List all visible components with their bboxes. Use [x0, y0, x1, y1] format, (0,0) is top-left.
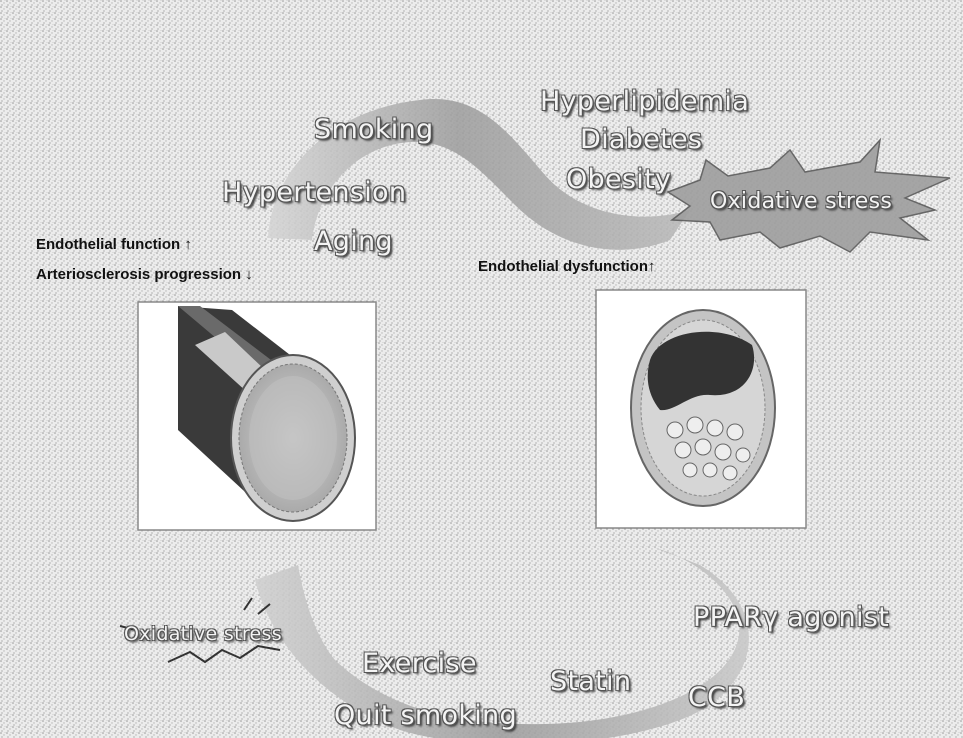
label-hypertension: Hypertension [222, 177, 406, 208]
label-oxidative-stress-left: Oxidative stress [124, 623, 282, 645]
label-oxidative-stress-right: Oxidative stress [710, 189, 892, 214]
up-arrow-icon: ↑ [184, 236, 192, 253]
diseased-vessel-image [596, 290, 806, 528]
label-diabetes: Diabetes [580, 124, 702, 155]
label-quit-smoking: Quit smoking [334, 700, 517, 731]
note-endothelial-function-text: Endothelial function [36, 236, 180, 253]
note-endothelial-dysfunction-text: Endothelial dysfunction [478, 258, 648, 275]
down-arrow-icon: ↓ [245, 266, 253, 283]
label-ccb: CCB [688, 682, 745, 713]
label-statin: Statin [550, 666, 631, 697]
note-arteriosclerosis-progression: Arteriosclerosis progression ↓ [36, 266, 253, 283]
note-arteriosclerosis-text: Arteriosclerosis progression [36, 266, 241, 283]
label-hyperlipidemia: Hyperlipidemia [540, 86, 749, 117]
label-exercise: Exercise [362, 648, 477, 679]
note-endothelial-dysfunction: Endothelial dysfunction↑ [478, 258, 656, 275]
label-obesity: Obesity [566, 164, 671, 195]
healthy-vessel-image [138, 302, 376, 530]
label-aging: Aging [314, 226, 393, 257]
label-ppar-agonist: PPARγ agonist [693, 602, 889, 633]
note-endothelial-function: Endothelial function ↑ [36, 236, 192, 253]
label-smoking: Smoking [314, 114, 433, 145]
up-arrow-icon: ↑ [648, 258, 656, 275]
